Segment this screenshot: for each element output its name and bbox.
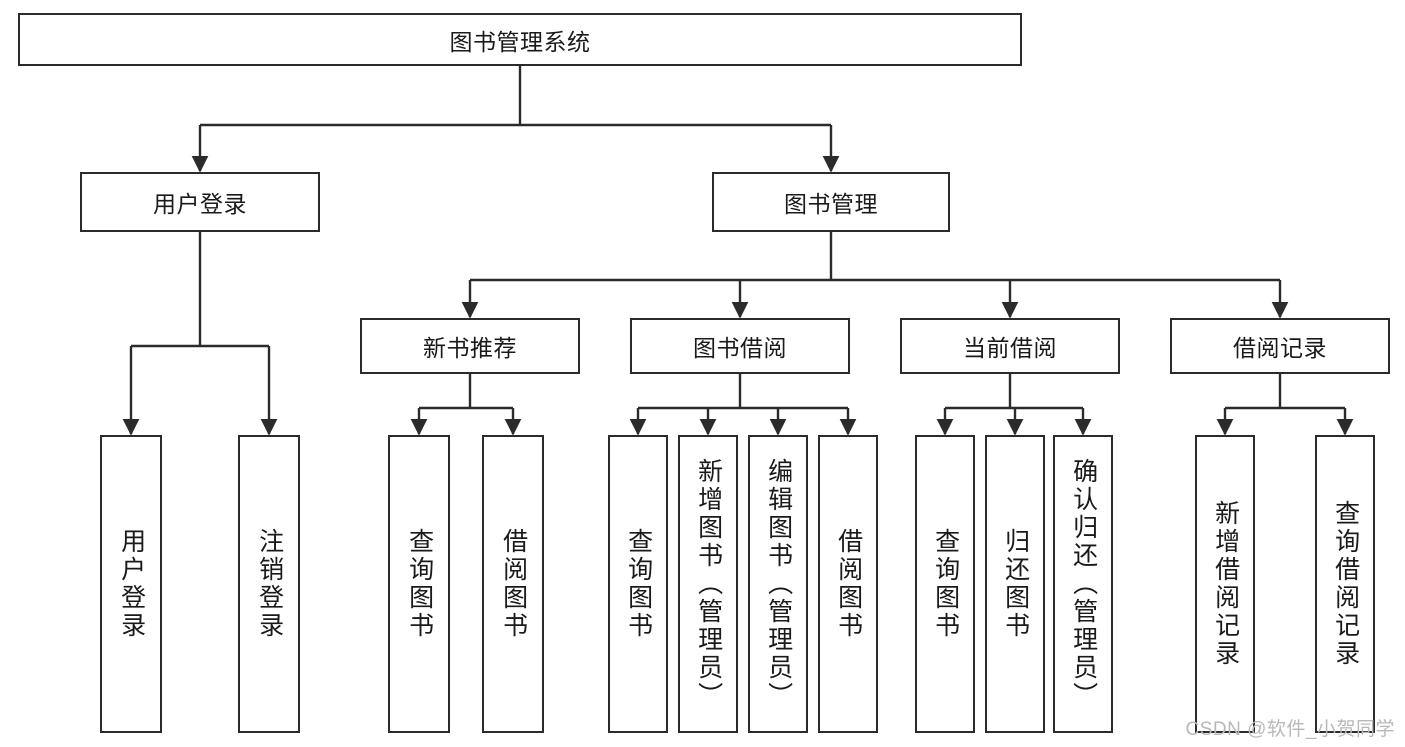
node-leaf-edit-book[interactable]: 编辑图书（管理员）	[748, 435, 808, 733]
node-label: 注销登录	[255, 528, 284, 640]
node-label: 借阅图书	[499, 528, 528, 640]
node-label: 用户登录	[117, 528, 146, 640]
node-leaf-query-record[interactable]: 查询借阅记录	[1315, 435, 1375, 733]
node-label: 编辑图书（管理员）	[764, 458, 793, 710]
node-leaf-return-book[interactable]: 归还图书	[985, 435, 1045, 733]
node-label: 新书推荐	[423, 335, 517, 361]
node-leaf-confirm-return[interactable]: 确认归还（管理员）	[1053, 435, 1113, 733]
node-label: 归还图书	[1001, 528, 1030, 640]
node-label: 查询图书	[931, 528, 960, 640]
node-book-manage[interactable]: 图书管理	[712, 172, 950, 232]
node-label: 查询图书	[405, 528, 434, 640]
node-leaf-borrow-book-2[interactable]: 借阅图书	[818, 435, 878, 733]
node-leaf-borrow-book-1[interactable]: 借阅图书	[482, 435, 544, 733]
node-label: 图书管理系统	[449, 28, 591, 55]
node-leaf-user-login[interactable]: 用户登录	[100, 435, 162, 733]
node-label: 新增借阅记录	[1211, 500, 1240, 668]
node-leaf-query-book-3[interactable]: 查询图书	[915, 435, 975, 733]
node-leaf-query-book-1[interactable]: 查询图书	[388, 435, 450, 733]
node-leaf-add-book[interactable]: 新增图书（管理员）	[678, 435, 738, 733]
node-user-login[interactable]: 用户登录	[80, 172, 320, 232]
node-leaf-add-record[interactable]: 新增借阅记录	[1195, 435, 1255, 733]
node-label: 用户登录	[153, 191, 247, 217]
node-label: 查询图书	[624, 528, 653, 640]
node-label: 图书管理	[784, 191, 878, 217]
node-leaf-user-logout[interactable]: 注销登录	[238, 435, 300, 733]
node-book-borrow[interactable]: 图书借阅	[630, 318, 850, 374]
node-label: 查询借阅记录	[1331, 500, 1360, 668]
node-label: 借阅图书	[834, 528, 863, 640]
node-new-book-rec[interactable]: 新书推荐	[360, 318, 580, 374]
node-current-borrow[interactable]: 当前借阅	[900, 318, 1120, 374]
node-label: 借阅记录	[1233, 335, 1327, 361]
node-root[interactable]: 图书管理系统	[18, 13, 1022, 66]
node-label: 新增图书（管理员）	[694, 458, 723, 710]
node-label: 当前借阅	[963, 335, 1057, 361]
node-label: 确认归还（管理员）	[1069, 458, 1098, 710]
node-label: 图书借阅	[693, 335, 787, 361]
node-borrow-record[interactable]: 借阅记录	[1170, 318, 1390, 374]
node-leaf-query-book-2[interactable]: 查询图书	[608, 435, 668, 733]
